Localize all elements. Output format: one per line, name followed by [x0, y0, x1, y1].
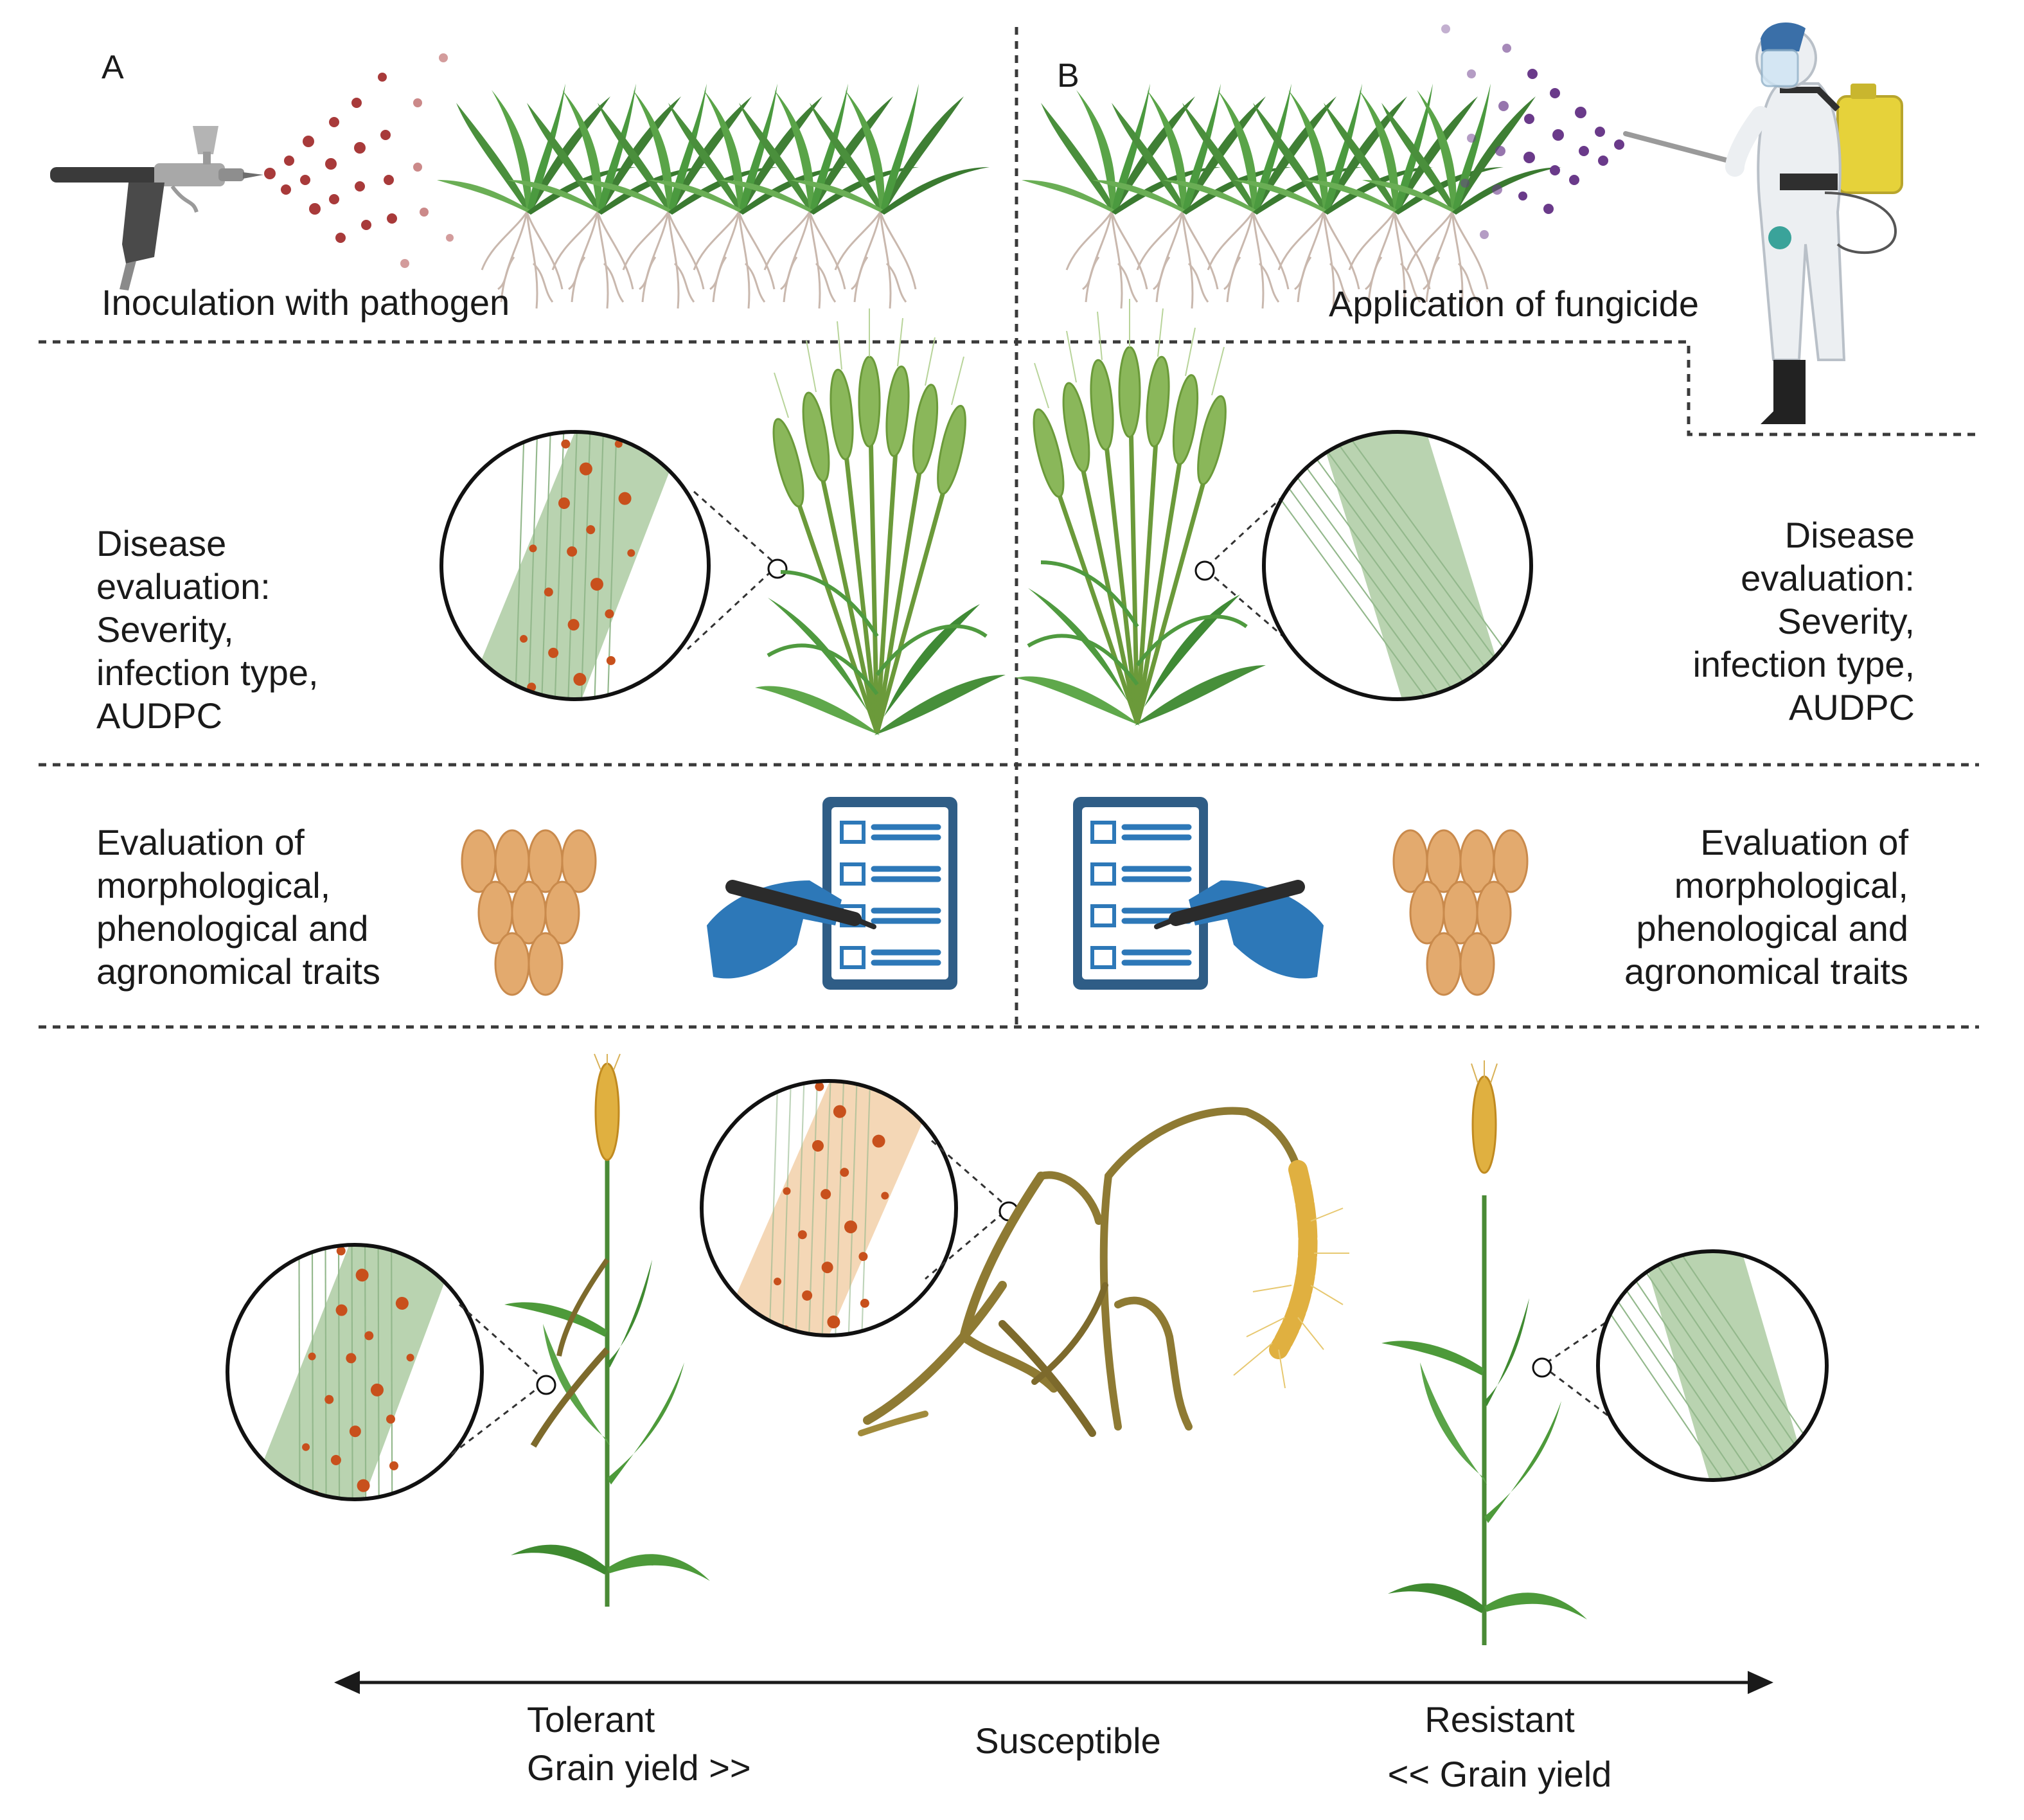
healthy-leaf-magnifier [1596, 1249, 1829, 1482]
zoom-connector [449, 1303, 548, 1457]
sprayer-operator-icon [1623, 22, 1903, 424]
disease-label-line: Disease [96, 523, 226, 564]
traits-label-line: agronomical traits [1624, 951, 1908, 992]
infected-leaf-magnifier [226, 1243, 484, 1501]
panel-b: B Application [1020, 22, 1903, 424]
panel-label-b: B [1057, 57, 1079, 94]
traits-evaluation-left: Evaluation of morphological, phenologica… [96, 797, 957, 996]
axis-label-tolerant-yield: Grain yield >> [527, 1747, 751, 1788]
wheat-ear-plant-left [755, 308, 1006, 735]
grain-pile-icon [1392, 829, 1529, 996]
traits-label-line: morphological, [1674, 865, 1908, 906]
drooping-ear [1233, 1160, 1349, 1389]
zoom-point [1194, 560, 1215, 581]
zoom-point [767, 558, 788, 579]
disease-label-line: AUDPC [1789, 687, 1915, 727]
traits-label-line: phenological and [96, 908, 368, 949]
outcome-tolerant [226, 1053, 710, 1607]
tolerant-plant [504, 1053, 710, 1607]
disease-evaluation-right: Disease evaluation: Severity, infection … [1015, 299, 1915, 756]
panel-label-a: A [102, 49, 124, 86]
disease-label-line: Severity, [96, 609, 234, 650]
axis-label-resistant-yield: << Grain yield [1388, 1754, 1612, 1794]
disease-label-line: Severity, [1777, 601, 1915, 641]
zoom-point [1532, 1357, 1552, 1378]
axis-label-susceptible: Susceptible [975, 1720, 1161, 1761]
disease-label-line: infection type, [1692, 644, 1915, 684]
disease-label-line: evaluation: [96, 566, 271, 607]
infected-leaf-magnifier [439, 430, 711, 701]
tolerance-resistance-axis: Tolerant Grain yield >> Susceptible Resi… [334, 1671, 1773, 1794]
zoom-connector [1203, 487, 1299, 650]
traits-label-line: Evaluation of [96, 822, 305, 862]
divider-top [39, 340, 1979, 436]
axis-label-tolerant: Tolerant [527, 1699, 655, 1740]
axis-arrow-left-icon [334, 1671, 360, 1694]
disease-evaluation-left: Disease evaluation: Severity, infection … [96, 308, 1006, 745]
caption-inoculation: Inoculation with pathogen [102, 282, 510, 323]
traits-label-line: agronomical traits [96, 951, 380, 992]
traits-label-line: Evaluation of [1700, 822, 1908, 862]
resistant-plant [1381, 1060, 1587, 1645]
wheat-seedling-row-right [1020, 82, 1563, 310]
wheat-ear-plant-right [1015, 299, 1266, 726]
fungicide-spray-droplets [1441, 24, 1624, 239]
outcome-resistant [1381, 1060, 1829, 1645]
zoom-point [536, 1375, 556, 1395]
pathogen-spray-droplets [264, 53, 454, 268]
infected-dry-leaf-magnifier [700, 1079, 958, 1337]
disease-label-line: AUDPC [96, 695, 222, 736]
disease-label-line: infection type, [96, 652, 319, 693]
disease-label-line: Disease [1785, 515, 1915, 555]
traits-evaluation-right: Evaluation of morphological, phenologica… [1073, 797, 1908, 996]
axis-arrow-right-icon [1748, 1671, 1773, 1694]
disease-label-line: evaluation: [1741, 558, 1915, 598]
panel-a: A Inoculation with pathogen [50, 49, 991, 323]
healthy-leaf-magnifier [1262, 430, 1533, 701]
outcome-susceptible [700, 1079, 1349, 1437]
wheat-seedling-row-left [436, 82, 991, 310]
grain-pile-icon [461, 829, 597, 996]
airbrush-icon [50, 126, 263, 290]
section-dividers [39, 27, 1979, 1029]
caption-fungicide: Application of fungicide [1329, 283, 1699, 324]
checklist-icon [1073, 797, 1324, 990]
traits-label-line: phenological and [1637, 908, 1908, 949]
susceptible-dry-plant [858, 1107, 1302, 1437]
traits-label-line: morphological, [96, 865, 330, 906]
checklist-icon [707, 797, 957, 990]
axis-label-resistant: Resistant [1425, 1699, 1575, 1740]
